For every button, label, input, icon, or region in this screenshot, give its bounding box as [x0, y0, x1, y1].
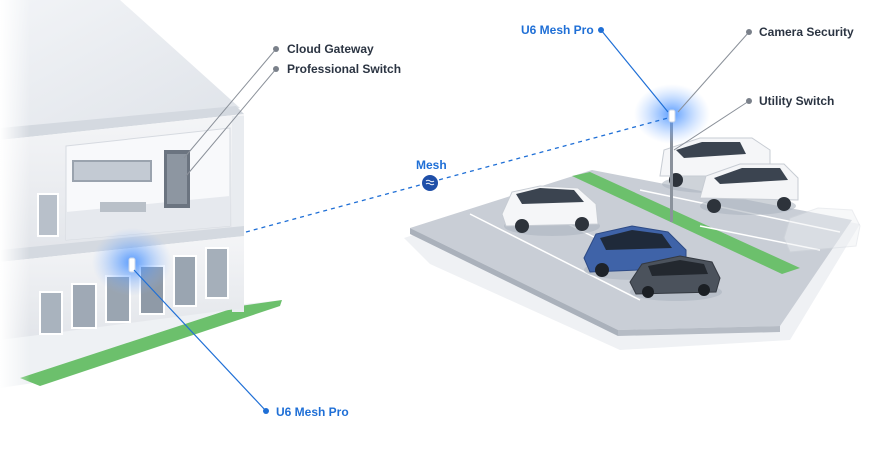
car-white-crossover [699, 163, 799, 215]
lot-curb-side [618, 326, 780, 336]
ground-window-2 [71, 283, 97, 329]
light-pole [670, 118, 673, 222]
callout-dot-camera-security [746, 29, 752, 35]
label-u6-mesh-pro-top: U6 Mesh Pro [521, 23, 594, 37]
lot-curb [410, 228, 618, 336]
lot-median [572, 172, 800, 274]
building-roof-edge [0, 106, 244, 140]
upper-window-left [37, 193, 59, 237]
parking-line [699, 225, 821, 251]
label-professional-switch: Professional Switch [287, 62, 402, 76]
office-building [0, 0, 282, 456]
callout-line-cloud-gateway [183, 48, 277, 159]
label-u6-mesh-pro-bottom: U6 Mesh Pro [276, 405, 349, 419]
callout-line-camera-security [677, 31, 750, 113]
building-roof [0, 0, 240, 130]
parking-line [469, 213, 641, 301]
car-white-suv [501, 185, 600, 236]
left-fade [0, 0, 30, 456]
callout-dot-utility-switch [746, 98, 752, 104]
wall-monitors-screen [74, 162, 150, 180]
label-camera-security: Camera Security [759, 25, 854, 39]
ground-window-6 [205, 247, 229, 299]
building-lawn [20, 300, 282, 386]
label-utility-switch: Utility Switch [759, 94, 835, 108]
pole-access-point [668, 109, 676, 123]
building-access-point [128, 257, 136, 273]
server-rack-front [167, 154, 187, 204]
car-dark-sedan [629, 255, 722, 301]
label-mesh: Mesh [416, 158, 447, 172]
callout-line-utility-switch [673, 100, 750, 151]
car-white-faded [783, 207, 861, 253]
office-desk [100, 202, 146, 212]
callout-line-professional-switch [185, 68, 277, 177]
callout-dot-professional-switch [273, 66, 279, 72]
ground-window-5 [173, 255, 197, 307]
mesh-link-line [245, 117, 669, 233]
callout-line-u6-bottom [133, 269, 267, 412]
mesh-badge [422, 175, 438, 191]
ground-window-1 [39, 291, 63, 335]
label-cloud-gateway: Cloud Gateway [287, 42, 374, 56]
callout-dot-u6-bottom [263, 408, 269, 414]
callout-line-u6-top [600, 29, 669, 113]
wifi-waves-icon [425, 179, 435, 186]
callout-dot-u6-top [598, 27, 604, 33]
callout-dot-cloud-gateway [273, 46, 279, 52]
